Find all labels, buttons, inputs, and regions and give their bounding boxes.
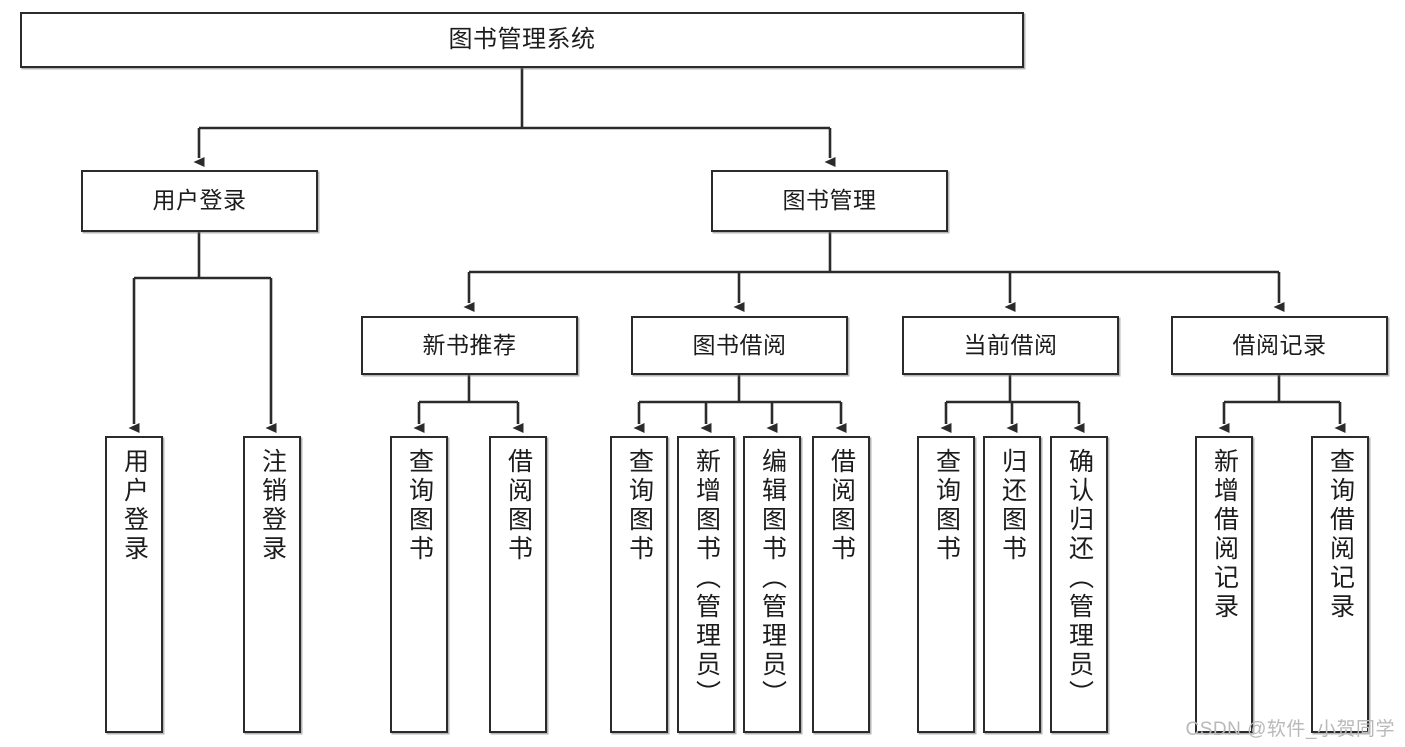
node-label: 用户登录 bbox=[120, 448, 149, 564]
node-label: 借阅图书 bbox=[504, 448, 533, 564]
node-label: 查询借阅记录 bbox=[1326, 448, 1355, 622]
node-label: 图书管理系统 bbox=[448, 25, 596, 53]
node-leaf-query-book-borrow[interactable]: 查询图书 bbox=[610, 436, 668, 733]
node-root-book-management-system[interactable]: 图书管理系统 bbox=[20, 12, 1024, 68]
node-leaf-confirm-return[interactable]: 确认归还（管理员） bbox=[1050, 436, 1108, 733]
node-label: 当前借阅 bbox=[963, 331, 1058, 358]
node-leaf-query-book-current[interactable]: 查询图书 bbox=[917, 436, 975, 733]
node-leaf-query-borrow-record[interactable]: 查询借阅记录 bbox=[1311, 436, 1369, 733]
node-label: 注销登录 bbox=[258, 448, 287, 564]
node-leaf-user-login[interactable]: 用户登录 bbox=[105, 436, 163, 733]
node-leaf-add-borrow-record[interactable]: 新增借阅记录 bbox=[1195, 436, 1253, 733]
node-label: 新增图书（管理员） bbox=[692, 448, 721, 709]
node-leaf-return-book[interactable]: 归还图书 bbox=[983, 436, 1041, 733]
node-leaf-add-book[interactable]: 新增图书（管理员） bbox=[677, 436, 735, 733]
node-label: 新增借阅记录 bbox=[1210, 448, 1239, 622]
node-new-book-recommend[interactable]: 新书推荐 bbox=[361, 316, 578, 375]
node-label: 查询图书 bbox=[625, 448, 654, 564]
node-leaf-logout-login[interactable]: 注销登录 bbox=[243, 436, 301, 733]
node-label: 用户登录 bbox=[152, 187, 247, 214]
node-borrow-record[interactable]: 借阅记录 bbox=[1171, 316, 1388, 375]
node-label: 确认归还（管理员） bbox=[1065, 448, 1094, 709]
node-label: 查询图书 bbox=[405, 448, 434, 564]
node-leaf-edit-book[interactable]: 编辑图书（管理员） bbox=[743, 436, 801, 733]
node-label: 借阅图书 bbox=[827, 448, 856, 564]
node-label: 编辑图书（管理员） bbox=[758, 448, 787, 709]
node-leaf-borrow-book[interactable]: 借阅图书 bbox=[812, 436, 870, 733]
node-user-login[interactable]: 用户登录 bbox=[81, 170, 318, 232]
node-label: 借阅记录 bbox=[1232, 331, 1327, 358]
node-book-management[interactable]: 图书管理 bbox=[711, 170, 948, 232]
node-label: 归还图书 bbox=[998, 448, 1027, 564]
node-book-borrow[interactable]: 图书借阅 bbox=[631, 316, 848, 375]
node-leaf-query-book-recommend[interactable]: 查询图书 bbox=[390, 436, 448, 733]
node-label: 图书管理 bbox=[782, 187, 877, 214]
node-label: 图书借阅 bbox=[692, 331, 787, 358]
node-label: 查询图书 bbox=[932, 448, 961, 564]
node-current-borrow[interactable]: 当前借阅 bbox=[902, 316, 1119, 375]
node-leaf-borrow-book-recommend[interactable]: 借阅图书 bbox=[489, 436, 547, 733]
csdn-watermark: CSDN @软件_小贺同学 bbox=[1185, 719, 1395, 740]
node-label: 新书推荐 bbox=[422, 331, 517, 358]
